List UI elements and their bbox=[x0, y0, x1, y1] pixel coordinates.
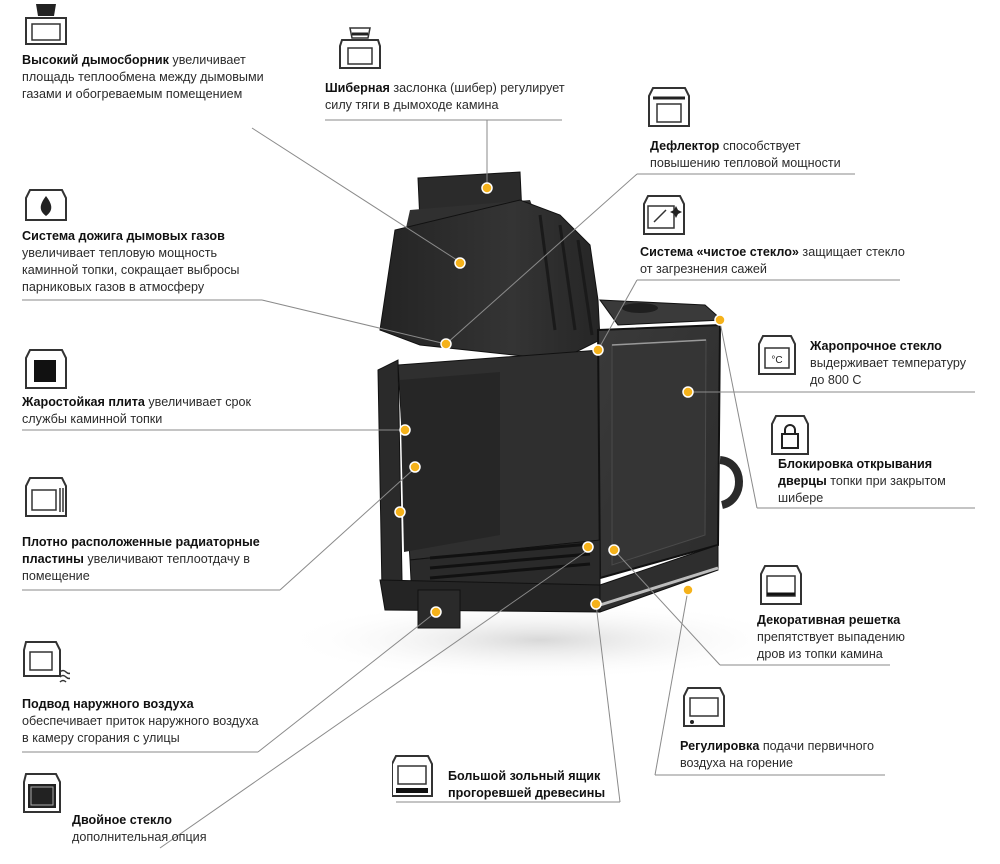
callout-title: Шиберная bbox=[325, 81, 390, 95]
marker-door-lock bbox=[714, 314, 726, 326]
callout-title: Подвод наружного воздуха bbox=[22, 697, 194, 711]
callout-title: Блокировка открывания дверцы bbox=[778, 457, 933, 488]
callout-afterburn: Система дожига дымовых газов увеличивает… bbox=[22, 228, 272, 296]
callout-text: дополнительная опция bbox=[72, 830, 207, 844]
fireplace-clean-glass-icon bbox=[640, 192, 688, 238]
fireplace-black-plate-icon bbox=[22, 346, 70, 392]
callout-title: Декоративная решетка bbox=[757, 613, 901, 627]
callout-text: увеличивает срок службы каминной топки bbox=[22, 395, 252, 426]
callout-heat-glass: Жаропрочное стекло выдерживает температу… bbox=[810, 338, 970, 389]
callout-title: Дефлектор bbox=[650, 139, 720, 153]
callout-text: защищает стекло от загрезнения сажей bbox=[640, 245, 905, 276]
fireplace-grate-icon bbox=[757, 562, 805, 608]
fireplace-ash-box-icon bbox=[392, 752, 440, 798]
marker-outer-air bbox=[430, 606, 442, 618]
callout-primary-air: Регулировка подачи первичного воздуха на… bbox=[680, 738, 900, 772]
fireplace-body bbox=[377, 171, 743, 629]
callout-door-lock: Блокировка открывания дверцы топки при з… bbox=[778, 456, 983, 507]
marker-afterburn bbox=[440, 338, 452, 350]
callout-markers bbox=[394, 182, 726, 618]
marker-clean-glass bbox=[592, 344, 604, 356]
callout-double-glass: Двойное стекло дополнительная опция bbox=[72, 812, 212, 846]
svg-text:°C: °C bbox=[771, 355, 782, 366]
floor-shadow bbox=[280, 600, 800, 680]
callout-text: способствует повышению тепловой мощности bbox=[650, 139, 841, 170]
callout-title: Высокий дымосборник bbox=[22, 53, 169, 67]
marker-radiator bbox=[409, 461, 421, 473]
marker-fire-plate bbox=[399, 424, 411, 436]
callout-title: Регулировка bbox=[680, 739, 760, 753]
callout-smoke-collector: Высокий дымосборник увеличивает площадь … bbox=[22, 52, 272, 103]
callout-grate: Декоративная решетка препятствует выпаде… bbox=[757, 612, 907, 663]
callout-title: Жаростойкая плита bbox=[22, 395, 145, 409]
callout-text: увеличивает площадь теплообмена между ды… bbox=[22, 53, 264, 101]
marker-ash-box bbox=[590, 598, 602, 610]
callout-radiator: Плотно расположенные радиаторные пластин… bbox=[22, 534, 292, 585]
fireplace-tall-hood-icon bbox=[22, 2, 70, 48]
fireplace-double-glass-icon bbox=[22, 770, 70, 816]
thermometer-celsius-icon: °C bbox=[757, 332, 805, 378]
callout-title: Система «чистое стекло» bbox=[640, 245, 799, 259]
marker-ash-box-a bbox=[394, 506, 406, 518]
callout-text: подачи первичного воздуха на горение bbox=[680, 739, 874, 770]
marker-damper bbox=[481, 182, 493, 194]
callout-ash-box: Большой зольный ящик прогоревшей древеси… bbox=[448, 768, 628, 802]
marker-double-glass bbox=[582, 541, 594, 553]
callout-fire-plate: Жаростойкая плита увеличивает срок служб… bbox=[22, 394, 262, 428]
fireplace-radiator-fins-icon bbox=[22, 474, 70, 520]
callout-damper: Шиберная заслонка (шибер) регулирует сил… bbox=[325, 80, 570, 114]
leader-lines bbox=[22, 119, 975, 849]
callout-text: увеличивает тепловую мощность каминной т… bbox=[22, 246, 240, 294]
padlock-icon bbox=[770, 412, 818, 458]
marker-primary-air bbox=[682, 584, 694, 596]
callout-text: препятствует выпадению дров из топки кам… bbox=[757, 630, 905, 661]
marker-heat-glass bbox=[682, 386, 694, 398]
callout-text: обеспечивает приток наружного воздуха в … bbox=[22, 714, 259, 745]
callout-text: выдерживает температуру до 800 С bbox=[810, 356, 967, 387]
callout-title: Плотно расположенные радиаторные пластин… bbox=[22, 535, 260, 566]
fireplace-air-intake-icon bbox=[22, 638, 70, 684]
fireplace-flame-icon bbox=[22, 180, 70, 226]
fireplace-deflector-icon bbox=[645, 84, 693, 130]
callout-text: увеличивают теплоотдачу в помещение bbox=[22, 552, 250, 583]
fireplace-damper-icon bbox=[336, 26, 384, 72]
marker-grate bbox=[608, 544, 620, 556]
callout-clean-glass: Система «чистое стекло» защищает стекло … bbox=[640, 244, 910, 278]
fireplace-air-regulator-icon bbox=[680, 684, 728, 730]
callout-title: Система дожига дымовых газов bbox=[22, 229, 225, 243]
callout-text: топки при закрытом шибере bbox=[778, 474, 946, 505]
callout-title: Большой зольный ящик прогоревшей древеси… bbox=[448, 769, 606, 800]
callout-outer-air: Подвод наружного воздуха обеспечивает пр… bbox=[22, 696, 262, 747]
callout-text: заслонка (шибер) регулирует силу тяги в … bbox=[325, 81, 565, 112]
marker-smoke-collector bbox=[454, 257, 466, 269]
callout-title: Жаропрочное стекло bbox=[810, 339, 942, 353]
callout-deflector: Дефлектор способствует повышению теплово… bbox=[650, 138, 865, 172]
callout-title: Двойное стекло bbox=[72, 813, 172, 827]
